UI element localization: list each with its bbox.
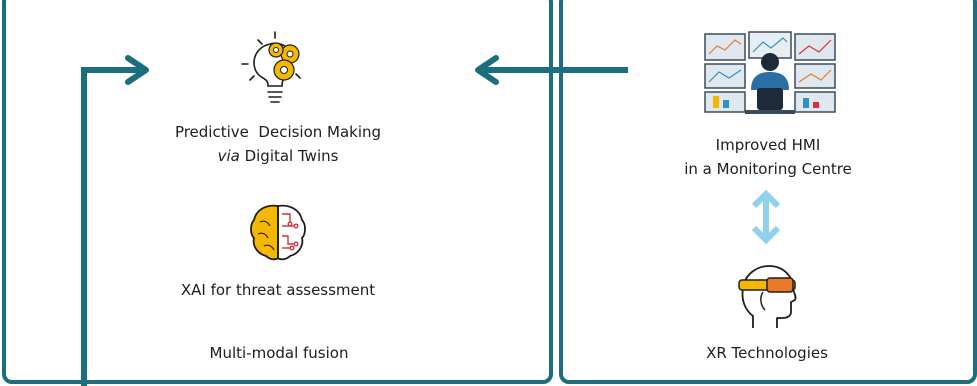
predictive-decision-line2: via Digital Twins <box>175 144 381 168</box>
hmi-label: Improved HMI in a Monitoring Centre <box>684 133 852 181</box>
lightbulb-gears-icon <box>241 31 301 103</box>
operator-monitors-icon <box>704 31 836 114</box>
xr-line: XR Technologies <box>706 344 828 362</box>
hmi-line1: Improved HMI <box>715 136 821 154</box>
multimodal-line: Multi-modal fusion <box>209 344 349 362</box>
ai-brain-icon <box>250 204 306 261</box>
multimodal-label: Multi-modal fusion <box>210 341 349 365</box>
via-text: via <box>217 147 240 165</box>
predictive-decision-label: Predictive Decision Making via Digital T… <box>175 120 381 168</box>
xai-line: XAI for threat assessment <box>180 281 376 299</box>
vr-headset-head-icon <box>738 265 797 328</box>
xai-label: XAI for threat assessment <box>181 278 375 302</box>
double-arrow-icon <box>751 189 781 245</box>
xr-label: XR Technologies <box>706 341 828 365</box>
hmi-line2: in a Monitoring Centre <box>684 160 852 178</box>
predictive-decision-line1: Predictive Decision Making <box>174 123 382 141</box>
digital-twins-text: Digital Twins <box>239 147 339 165</box>
